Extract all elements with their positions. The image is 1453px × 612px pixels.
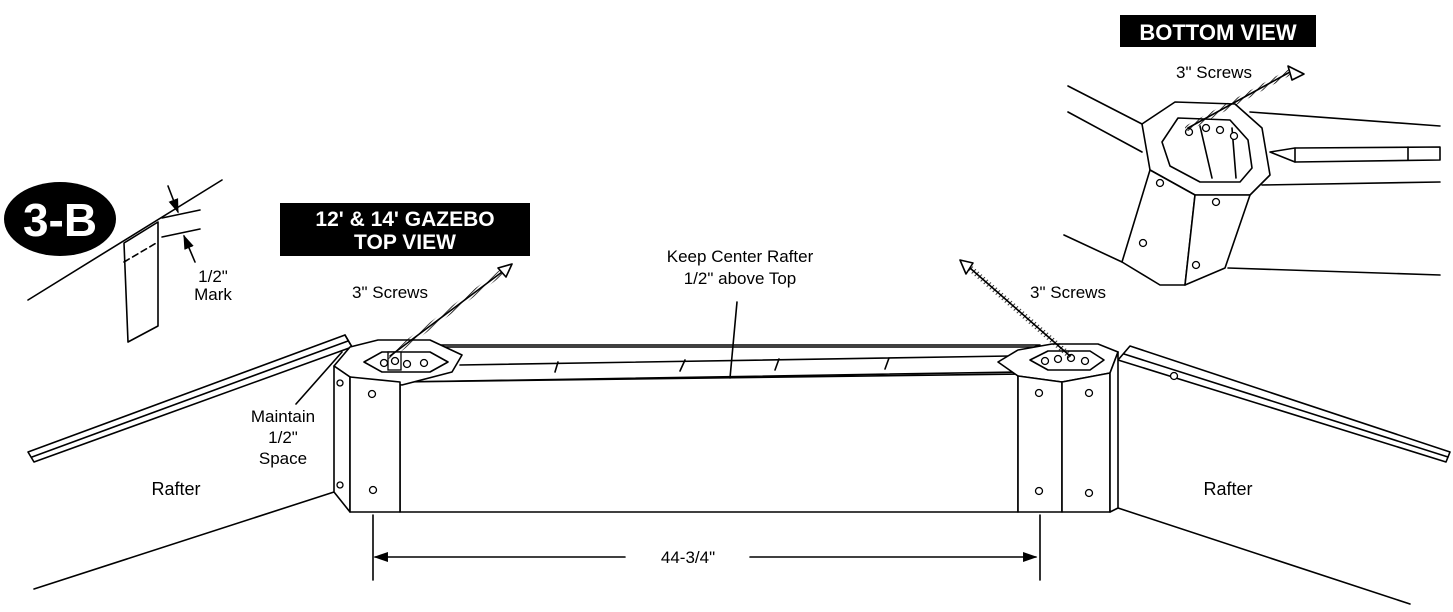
bottom-view-header: BOTTOM VIEW — [1120, 15, 1316, 47]
right-hub — [997, 343, 1119, 513]
mark-detail: 1/2" Mark — [27, 179, 232, 343]
top-view-title-line1: 12' & 14' GAZEBO — [315, 208, 494, 231]
top-view-title-line2: TOP VIEW — [354, 231, 456, 254]
top-view-header: 12' & 14' GAZEBO TOP VIEW — [280, 203, 530, 256]
mark-detail-label-line2: Mark — [194, 285, 232, 304]
left-screw — [387, 263, 513, 359]
maintain-label-line1: Maintain — [251, 407, 315, 426]
screws-right-label: 3" Screws — [1030, 283, 1106, 302]
bottom-view-assembly — [1063, 65, 1441, 286]
center-rafter — [399, 301, 1041, 513]
maintain-leader — [295, 351, 343, 405]
mark-detail-label-line1: 1/2" — [198, 267, 228, 286]
bottom-view-title: BOTTOM VIEW — [1139, 20, 1296, 45]
maintain-label-line3: Space — [259, 449, 307, 468]
right-rafter — [1117, 345, 1451, 605]
keep-center-label-line1: Keep Center Rafter — [667, 247, 814, 266]
left-hub — [333, 339, 463, 513]
rafter-left-label: Rafter — [151, 479, 200, 499]
step-badge-label: 3-B — [23, 194, 97, 246]
bottom-view-screws-label: 3" Screws — [1176, 63, 1252, 82]
rafter-right-label: Rafter — [1203, 479, 1252, 499]
dimension-line: 44-3/4" — [372, 514, 1041, 581]
screws-left-label: 3" Screws — [352, 283, 428, 302]
keep-center-label-line2: 1/2" above Top — [684, 269, 797, 288]
maintain-label-line2: 1/2" — [268, 428, 298, 447]
dimension-label: 44-3/4" — [661, 548, 715, 567]
right-screw — [959, 259, 1073, 359]
step-badge: 3-B — [4, 182, 116, 256]
